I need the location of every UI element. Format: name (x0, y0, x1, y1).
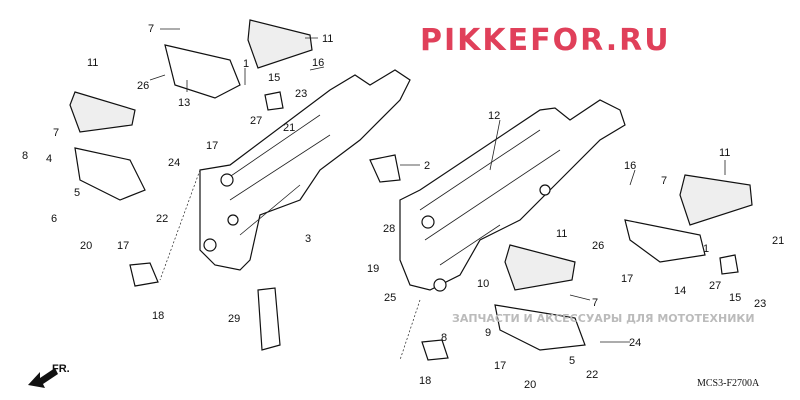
callout: 8 (22, 150, 28, 162)
callout: 17 (494, 360, 506, 372)
callout: 4 (46, 153, 52, 165)
diagram-code: MCS3-F2700A (697, 378, 760, 389)
callout: 11 (719, 147, 730, 159)
watermark-logo: PIKKEFOR.RU (420, 23, 671, 58)
callout: 21 (283, 122, 295, 134)
callout: 15 (729, 292, 741, 304)
left-step-frame (199, 69, 411, 271)
callout: 23 (295, 88, 307, 100)
right-step-frame (399, 99, 626, 292)
callout: 11 (87, 57, 98, 69)
callout: 7 (661, 175, 667, 187)
footpeg-rubber-pads (69, 19, 753, 291)
callout: 16 (312, 57, 324, 69)
callout: 18 (152, 310, 164, 322)
callout: 22 (586, 369, 598, 381)
leader-lines (149, 28, 726, 361)
front-direction-arrow: FR. (28, 363, 70, 388)
callout: 11 (322, 33, 333, 45)
callout: 5 (569, 355, 575, 367)
callout: 18 (419, 375, 431, 387)
callout: 9 (485, 327, 491, 339)
callout: 7 (148, 23, 154, 35)
callout: 26 (592, 240, 604, 252)
footpeg-brackets (74, 44, 739, 361)
callout: 27 (709, 280, 721, 292)
callout: 23 (754, 298, 766, 310)
callout: 6 (51, 213, 57, 225)
callout: 5 (74, 187, 80, 199)
callout: 17 (206, 140, 218, 152)
callout: 1 (703, 243, 709, 255)
callout: 26 (137, 80, 149, 92)
front-label: FR. (52, 363, 70, 375)
callout: 24 (168, 157, 180, 169)
callout: 14 (674, 285, 686, 297)
callout: 22 (156, 213, 168, 225)
callout: 29 (228, 313, 240, 325)
callout: 17 (621, 273, 633, 285)
callout: 12 (488, 110, 500, 122)
watermark: ЗАПЧАСТИ И АКСЕССУАРЫ ДЛЯ МОТОТЕХНИКИ PI… (420, 23, 755, 325)
callout: 13 (178, 97, 190, 109)
callout: 20 (80, 240, 92, 252)
callout: 2 (424, 160, 430, 172)
callout: 11 (556, 228, 567, 240)
callout: 7 (53, 127, 59, 139)
callout: 8 (441, 332, 447, 344)
callout: 20 (524, 379, 536, 391)
callout: 17 (117, 240, 129, 252)
callout: 21 (772, 235, 784, 247)
callout: 19 (367, 263, 379, 275)
callout-labels: 7 11 26 13 1 15 16 23 27 21 17 11 7 8 4 … (22, 23, 784, 391)
callout: 3 (305, 233, 311, 245)
watermark-caption: ЗАПЧАСТИ И АКСЕССУАРЫ ДЛЯ МОТОТЕХНИКИ (452, 312, 755, 325)
callout: 16 (624, 160, 636, 172)
callout: 1 (243, 58, 249, 70)
callout: 24 (629, 337, 641, 349)
callout: 27 (250, 115, 262, 127)
callout: 10 (477, 278, 489, 290)
callout: 25 (384, 292, 396, 304)
callout: 15 (268, 72, 280, 84)
callout: 7 (592, 297, 598, 309)
callout: 28 (383, 223, 395, 235)
